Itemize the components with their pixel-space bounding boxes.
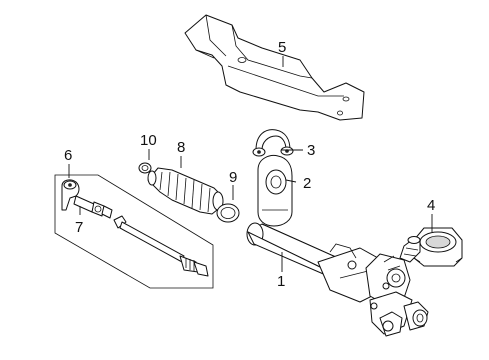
callout-1: 1 — [277, 273, 285, 290]
seal-ring — [413, 227, 463, 267]
callout-6: 6 — [64, 147, 72, 164]
outer-tie-rod-end — [61, 179, 113, 219]
leader-lines — [68, 56, 433, 272]
callout-2: 2 — [303, 175, 311, 192]
callout-9: 9 — [229, 169, 237, 186]
clamp-ring — [216, 203, 240, 223]
callout-7: 7 — [75, 219, 83, 236]
steering-gear-rack-housing — [246, 222, 429, 337]
callout-5: 5 — [278, 39, 286, 56]
tie-rod-assembly-bracket — [54, 174, 214, 289]
heat-shield — [184, 14, 365, 121]
callout-10: 10 — [140, 132, 157, 149]
callout-4: 4 — [427, 197, 435, 214]
bushing-clamp — [252, 129, 294, 157]
callout-8: 8 — [177, 139, 185, 156]
inner-tie-rod — [113, 215, 209, 277]
callout-3: 3 — [307, 142, 315, 159]
small-clamp — [138, 162, 152, 174]
callouts: 1 2 3 4 5 6 7 8 9 10 — [64, 39, 435, 290]
mount-bushing — [257, 155, 293, 227]
boot — [147, 167, 224, 215]
